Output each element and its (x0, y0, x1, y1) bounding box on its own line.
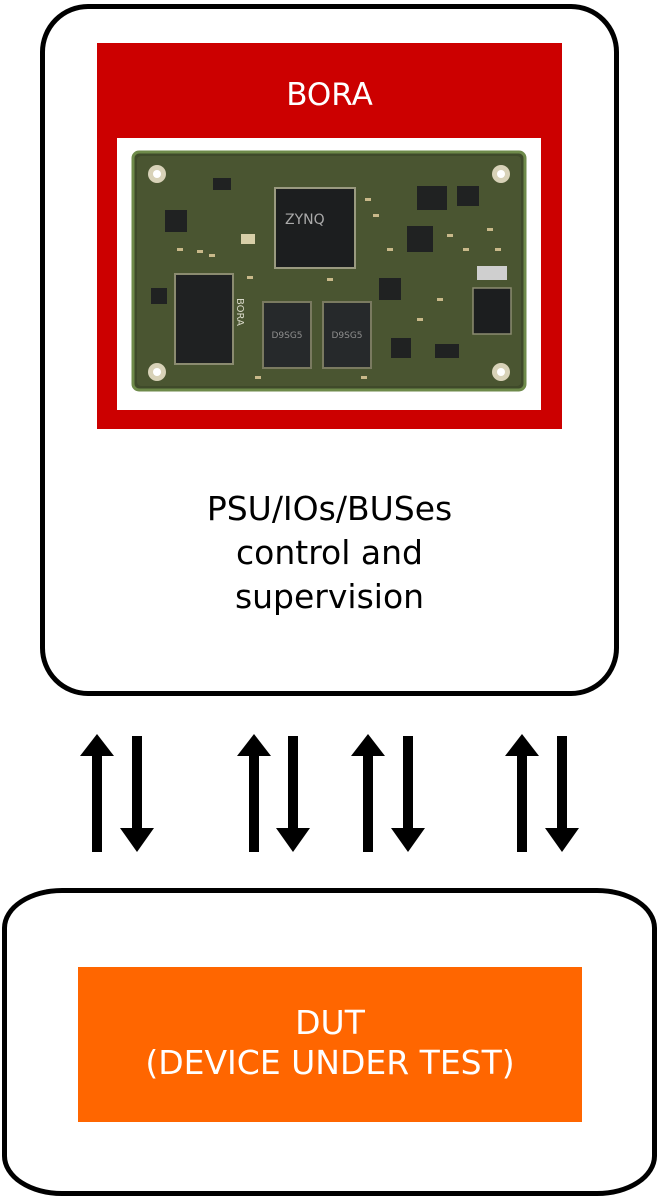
control-caption: PSU/IOs/BUSes control and supervision (40, 487, 619, 619)
caption-line: supervision (234, 577, 425, 616)
arrow-pair-1 (80, 734, 154, 852)
dut-block: DUT (DEVICE UNDER TEST) (78, 967, 582, 1122)
bora-board-image: ZYNQ D9SG5 D9SG5 BORA (117, 138, 541, 410)
soc-label: ZYNQ (285, 212, 325, 228)
dut-subtitle: (DEVICE UNDER TEST) (145, 1043, 515, 1082)
ram-b-label: D9SG5 (331, 331, 362, 341)
arrow-pair-4 (505, 734, 579, 852)
arrow-pair-2 (237, 734, 310, 852)
bora-module: BORA ZYNQ D9SG5 D9SG5 BORA (97, 43, 562, 429)
caption-line: PSU/IOs/BUSes (206, 489, 453, 528)
board-silkscreen-label: BORA (234, 298, 245, 326)
arrow-pair-3 (351, 734, 425, 852)
caption-line: control and (236, 533, 423, 572)
pcb-illustration: ZYNQ D9SG5 D9SG5 BORA (131, 150, 527, 392)
ram-a-label: D9SG5 (271, 331, 302, 341)
dut-title: DUT (295, 1003, 365, 1042)
bora-title: BORA (286, 77, 373, 113)
bidirectional-arrows (80, 734, 579, 852)
